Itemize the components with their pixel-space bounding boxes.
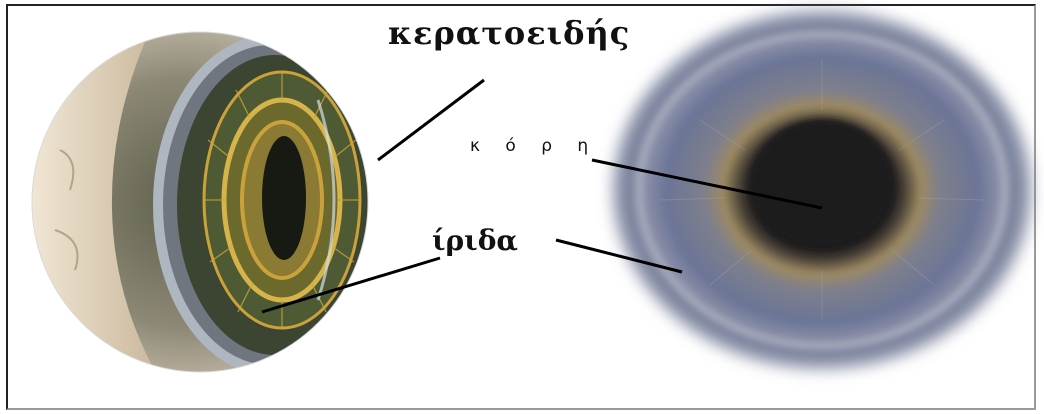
- cornea-leader-line: [378, 80, 484, 160]
- cornea-label: κερατοειδής: [388, 14, 630, 52]
- eye-cross-section-illustration: [30, 30, 382, 380]
- pupil-label: κ ό ρ η: [470, 136, 598, 156]
- iris-closeup-photo: [614, 12, 1030, 368]
- iris-label: ίριδα: [432, 224, 518, 257]
